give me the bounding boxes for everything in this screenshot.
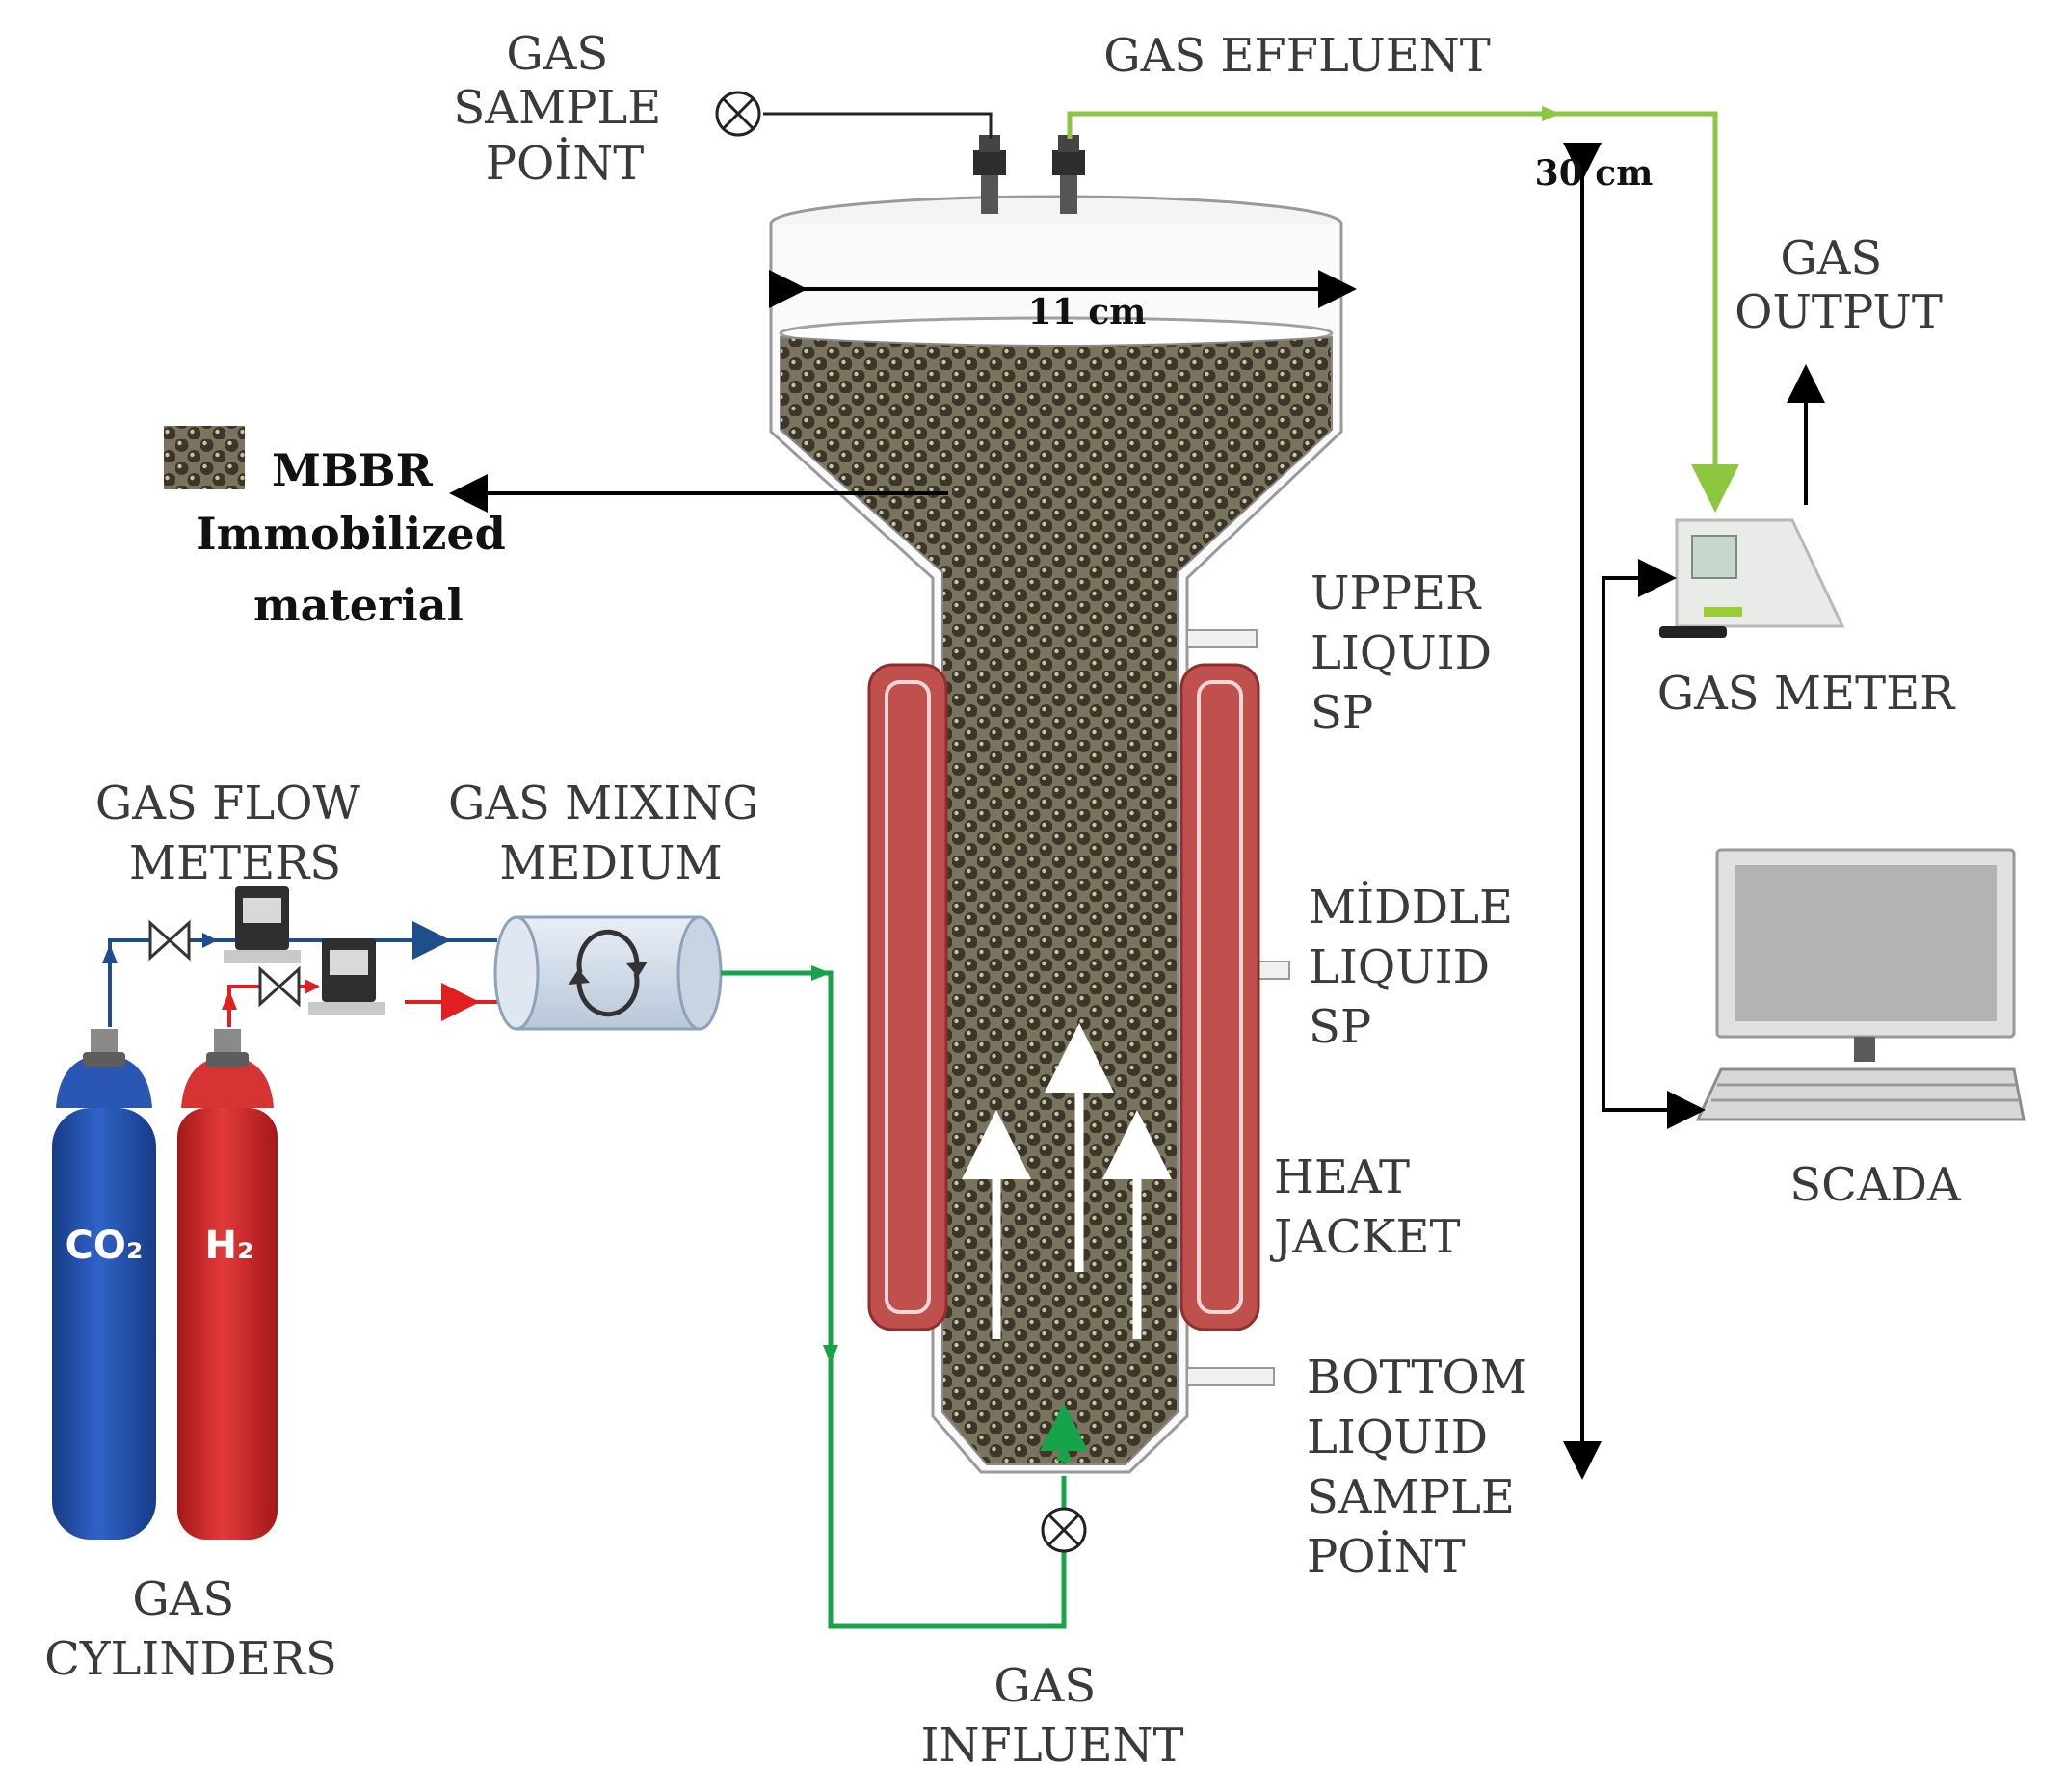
co2-label: CO₂ [66, 1224, 144, 1268]
co2-cylinder: CO₂ [52, 1029, 156, 1540]
gas-cylinders-label: GAS CYLINDERS [44, 1572, 337, 1686]
upper-liquid-sp-label: UPPER LIQUID SP [1311, 567, 1506, 740]
co2-line [108, 938, 235, 1027]
bottom-liquid-sample-port[interactable] [1186, 1367, 1275, 1386]
valve-icon[interactable] [1041, 1507, 1087, 1553]
gas-sample-point-label: GAS SAMPLE POİNT [453, 27, 675, 191]
width-dimension: 11 cm [769, 270, 1357, 332]
reactor [769, 135, 1343, 1474]
mixer-icon [493, 915, 723, 1031]
gas-sample-port [973, 135, 1006, 214]
mbbr-swatch [164, 426, 245, 489]
mbbr-packing [780, 335, 1333, 1465]
height-label: 30 cm [1535, 153, 1654, 194]
upper-liquid-sample-port[interactable] [1186, 629, 1258, 648]
gas-flow-meters-label: GAS FLOW METERS [95, 777, 375, 890]
width-label: 11 cm [1028, 292, 1147, 332]
gas-output-label: GAS OUTPUT [1735, 231, 1943, 339]
valve-icon[interactable] [258, 965, 301, 1008]
heat-jacket-right [1179, 663, 1260, 1331]
gas-sample-line [715, 91, 993, 139]
mbbr-label: MBBR [272, 444, 434, 496]
scada-link [1602, 576, 1706, 1129]
computer-icon [1695, 848, 2026, 1121]
gas-meter-label: GAS METER [1657, 667, 1956, 721]
scada-label: SCADA [1789, 1158, 1962, 1212]
valve-icon[interactable] [715, 91, 761, 137]
height-dimension: 30 cm [1535, 143, 1654, 1480]
heat-jacket-left [867, 663, 948, 1331]
flow-meter-icon [224, 886, 301, 963]
flow-meter-icon [308, 938, 385, 1015]
bottom-liquid-sample-point-label: BOTTOM LIQUID SAMPLE POİNT [1307, 1351, 1542, 1584]
gas-effluent-port [1052, 135, 1085, 214]
immobilized-material-label: Immobilized material [196, 508, 521, 631]
gas-effluent-line [1067, 111, 1739, 513]
gas-mixing-medium-label: GAS MIXING MEDIUM [448, 777, 774, 890]
heat-jacket-label: HEAT JACKET [1269, 1150, 1461, 1264]
gas-effluent-label: GAS EFFLUENT [1103, 29, 1491, 83]
gas-meter-icon [1659, 518, 1845, 638]
h2-cylinder: H₂ [177, 1029, 278, 1540]
gas-influent-label: GAS INFLUENT [920, 1659, 1183, 1773]
middle-liquid-sp-label: MİDDLE LIQUID SP [1309, 880, 1527, 1054]
valve-icon[interactable] [148, 919, 191, 962]
gas-influent-line [721, 970, 1067, 1629]
h2-label: H₂ [205, 1224, 254, 1268]
